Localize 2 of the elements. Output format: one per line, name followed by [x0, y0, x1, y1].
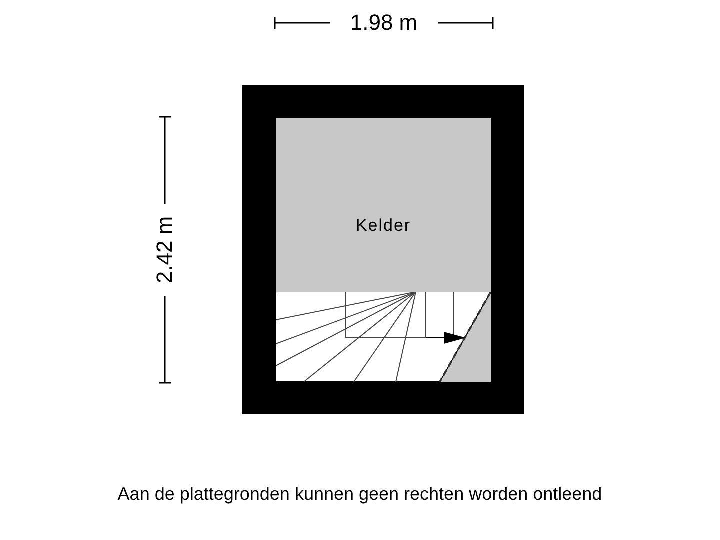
room-label: Kelder	[354, 216, 412, 236]
caption: Aan de plattegronden kunnen geen rechten worden ontleend	[116, 484, 604, 505]
